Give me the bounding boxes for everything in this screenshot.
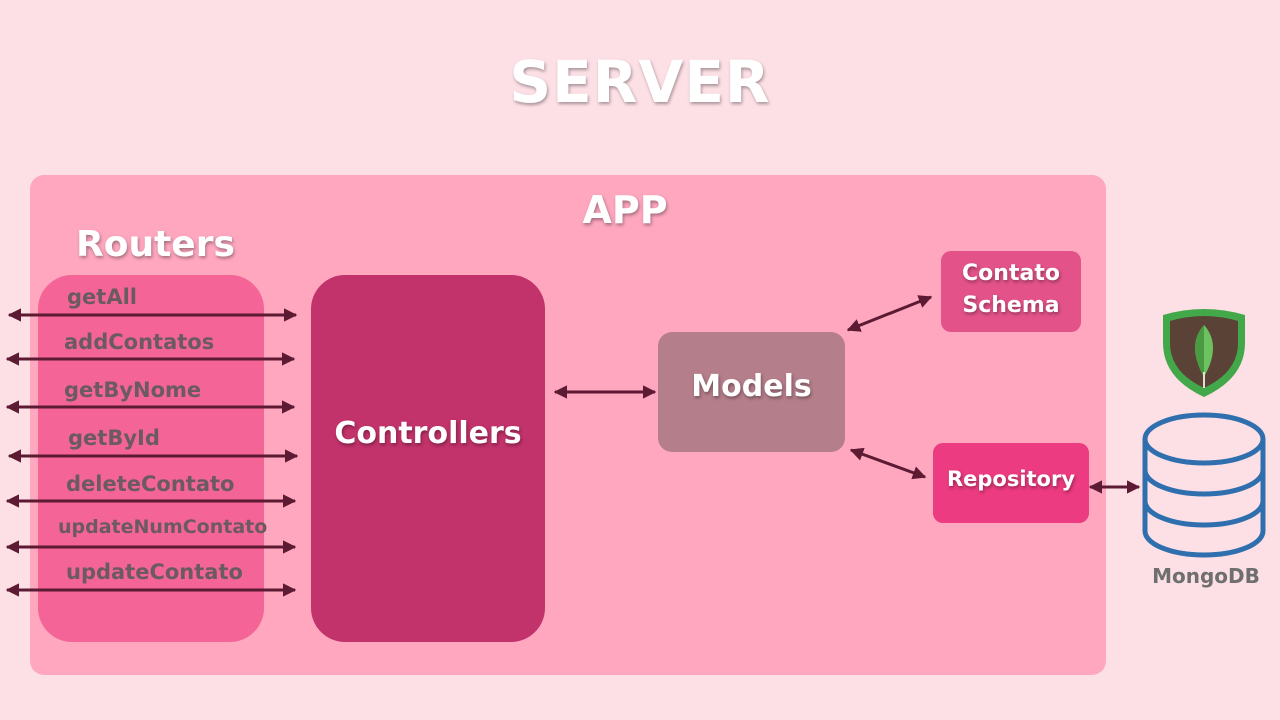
database-icon [1142, 412, 1266, 558]
diagram-title: SERVER [509, 48, 771, 116]
route-get-all: getAll [67, 285, 137, 309]
contato-schema-label: Contato Schema [941, 258, 1081, 322]
contato-schema-box [941, 251, 1081, 332]
models-label: Models [691, 369, 812, 404]
routers-label: Routers [76, 224, 235, 265]
repository-box [933, 443, 1089, 523]
route-delete-contato: deleteContato [66, 472, 235, 496]
repository-label: Repository [946, 467, 1076, 491]
mongodb-label: MongoDB [1152, 564, 1260, 588]
route-get-by-id: getById [68, 426, 160, 450]
route-get-by-nome: getByNome [64, 378, 202, 402]
models-box [658, 332, 845, 452]
controllers-box [311, 275, 545, 642]
schema-label-line2: Schema [962, 293, 1060, 318]
route-update-num-contato: updateNumContato [58, 516, 268, 538]
route-update-contato: updateContato [66, 560, 243, 584]
schema-label-line1: Contato [962, 261, 1060, 286]
app-label: APP [582, 188, 668, 232]
models-repository-arrow [849, 447, 927, 480]
controllers-label: Controllers [334, 416, 522, 451]
mongodb-leaf-icon [1163, 309, 1245, 397]
models-schema-arrow [846, 295, 933, 332]
route-add-contatos: addContatos [64, 330, 215, 354]
